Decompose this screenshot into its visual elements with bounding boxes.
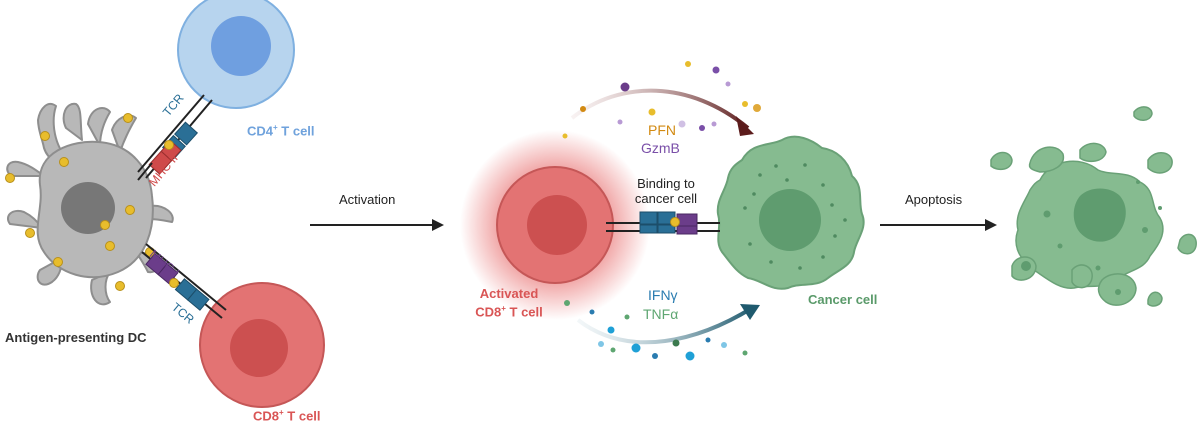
- tnfa-label: TNFα: [643, 306, 678, 322]
- cd8-nucleus: [230, 319, 288, 377]
- ifng-label-text: IFNγ: [648, 287, 678, 303]
- binding-label: Binding to cancer cell: [626, 176, 706, 206]
- cancer-cell-label-text: Cancer cell: [808, 292, 878, 307]
- tcr-mhc1-complex: [141, 243, 227, 319]
- cd4-nucleus: [211, 16, 271, 76]
- cd4-label-sup: +: [273, 123, 278, 132]
- activated-label-main: CD8: [475, 304, 502, 320]
- apoptosis-arrow: [880, 219, 997, 231]
- tcr-mhc2-complex: [137, 94, 213, 181]
- ifng-label: IFNγ: [648, 287, 678, 303]
- activation-label-text: Activation: [339, 192, 396, 207]
- binding-label-line1: Binding to: [637, 176, 695, 191]
- activated-cd8-label: Activated CD8+ T cell: [449, 286, 569, 319]
- cancer-cell-label: Cancer cell: [808, 292, 877, 307]
- cd4-t-cell: [177, 0, 295, 109]
- tnfa-label-text: TNFα: [643, 306, 679, 322]
- cancer-nucleus: [759, 189, 821, 251]
- dc-label: Antigen-presenting DC: [5, 330, 147, 345]
- apoptotic-nucleus-fragments: [1021, 180, 1162, 295]
- cd8-label-tail: T cell: [283, 408, 321, 424]
- activation-label: Activation: [339, 192, 395, 207]
- activated-label-line1: Activated: [479, 286, 539, 301]
- binding-label-line2: cancer cell: [634, 191, 698, 206]
- dc-nucleus: [61, 182, 115, 234]
- cancer-cell: [716, 135, 865, 290]
- pfn-label: PFN: [648, 122, 676, 138]
- cd4-label-tail: T cell: [277, 123, 315, 139]
- cytokine-arrow: [576, 304, 760, 345]
- apoptosis-label-text: Apoptosis: [905, 192, 963, 207]
- binding-mhc1: [676, 213, 698, 227]
- dendritic-cell: [5, 102, 174, 306]
- activated-nucleus: [527, 195, 587, 255]
- cd4-label-main: CD4: [247, 123, 274, 139]
- apoptosis-label: Apoptosis: [905, 192, 962, 207]
- pfn-label-text: PFN: [648, 122, 676, 138]
- cd8-t-cell: [199, 282, 325, 408]
- binding-complex: [606, 211, 720, 235]
- binding-tcr: [639, 211, 658, 225]
- activated-cd8-t-cell: [460, 130, 650, 320]
- cd8-t-cell-label: CD8+ T cell: [253, 408, 321, 423]
- activation-arrow: [310, 219, 444, 231]
- gzmb-label-text: GzmB: [641, 140, 680, 156]
- cd8-label-main: CD8: [253, 408, 280, 424]
- granule-dots: [562, 61, 761, 139]
- cd4-t-cell-label: CD4+ T cell: [247, 123, 315, 138]
- activated-label-line2: CD8+ T cell: [449, 301, 569, 319]
- cd8-label-sup: +: [279, 408, 284, 417]
- antigen-dots: [5, 113, 155, 291]
- cytokine-dots: [564, 300, 748, 361]
- dc-label-text: Antigen-presenting DC: [5, 330, 147, 345]
- gzmb-label: GzmB: [641, 140, 680, 156]
- cytotoxic-granule-arrow: [570, 88, 754, 136]
- activated-label-tail: T cell: [505, 304, 543, 320]
- activated-label-sup: +: [501, 304, 506, 313]
